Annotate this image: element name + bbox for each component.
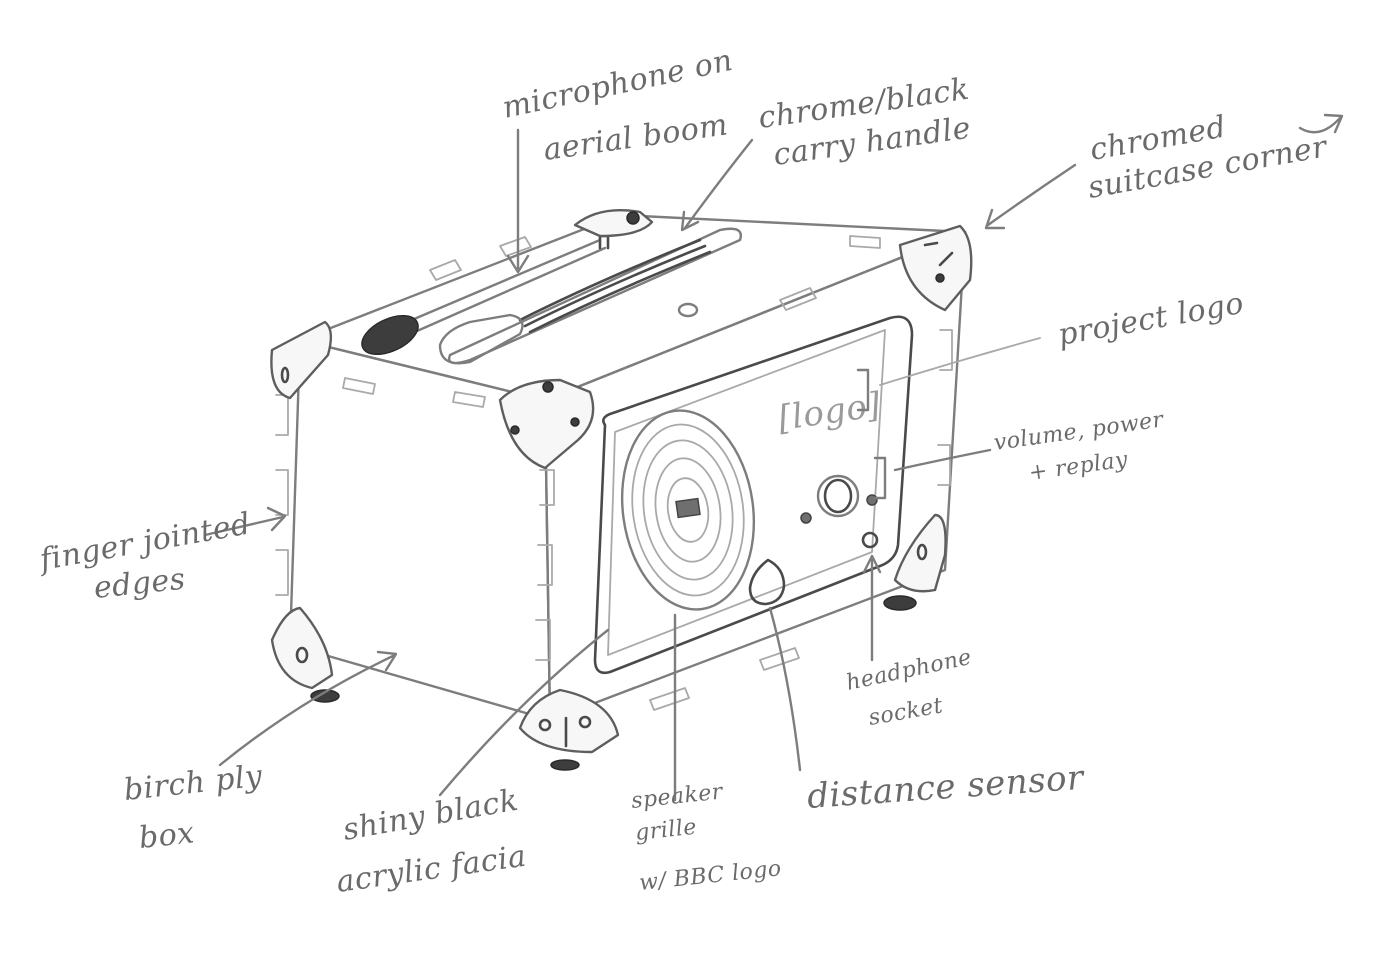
facia-inner-edge <box>607 329 886 656</box>
arrow-head <box>266 506 287 532</box>
leader-volume <box>893 448 992 472</box>
label-acrylic-2: acrylic facia <box>334 839 528 900</box>
label-birch-1: birch ply <box>122 759 264 808</box>
label-distance: distance sensor <box>806 758 1086 817</box>
label-headphone-1: headphone <box>844 645 974 696</box>
label-microphone-2: aerial boom <box>541 107 730 168</box>
label-headphone-2: socket <box>867 693 945 731</box>
leader-handle <box>683 138 754 230</box>
label-birch-2: box <box>137 815 196 856</box>
label-speaker-2: grille <box>634 815 698 846</box>
label-acrylic-1: shiny black <box>340 783 521 848</box>
corner-top-front-icon <box>498 378 595 470</box>
box-front-face <box>543 230 967 722</box>
finger-joints-bottom <box>649 647 800 711</box>
leader-distance <box>768 606 802 772</box>
label-finger-2: edges <box>92 562 187 606</box>
label-speaker-1: speaker <box>630 779 725 814</box>
suitcase-corners <box>270 209 973 771</box>
leader-finger <box>203 515 285 537</box>
power-button <box>800 512 812 524</box>
finger-joints-top <box>342 235 881 408</box>
finger-joints-right <box>937 329 953 486</box>
annotation-labels: microphone on aerial boom chrome/black c… <box>35 43 1330 900</box>
label-project-logo: project logo <box>1055 286 1246 353</box>
headphone-socket <box>861 531 879 549</box>
microphone-icon <box>361 314 419 356</box>
label-volume-1: volume, power <box>992 407 1166 456</box>
arrow-head <box>862 554 882 574</box>
acrylic-facia <box>593 315 914 675</box>
leader-logo-bracket <box>856 368 870 412</box>
box-top-face <box>298 213 967 402</box>
arrow-head-icon <box>1298 113 1344 134</box>
facia-panel <box>593 315 914 675</box>
leader-acrylic <box>438 628 610 797</box>
arrow-head <box>376 650 398 672</box>
bbc-logo-mark <box>675 497 701 519</box>
distance-sensor <box>748 558 786 606</box>
leader-project-logo <box>879 337 1041 386</box>
leader-birch <box>218 653 397 767</box>
corner-top-right-icon <box>898 224 973 312</box>
label-speaker-3: w/ BBC logo <box>638 856 783 896</box>
corner-top-left-icon <box>270 320 333 400</box>
arrow-head <box>984 208 1006 230</box>
finger-joints-front <box>535 469 555 661</box>
annotation-leaders <box>203 128 1077 802</box>
label-volume-2: + replay <box>1027 447 1129 486</box>
corner-bottom-right-icon <box>893 513 947 593</box>
carry-handle <box>438 227 742 365</box>
microphone-boom <box>361 234 610 356</box>
arrow-head <box>680 210 700 232</box>
top-screw-hole <box>677 302 699 318</box>
corner-top-center-icon <box>573 209 654 238</box>
speaker-grille <box>620 409 756 611</box>
control-cluster <box>800 474 879 549</box>
leader-corner <box>986 163 1077 227</box>
finger-joints-left <box>275 394 289 596</box>
replay-button <box>866 494 878 506</box>
box-body <box>275 213 967 722</box>
bracket-icon <box>873 456 887 500</box>
volume-knob <box>823 478 853 514</box>
arrow-head <box>506 254 530 274</box>
corner-bottom-front-icon <box>518 688 620 754</box>
